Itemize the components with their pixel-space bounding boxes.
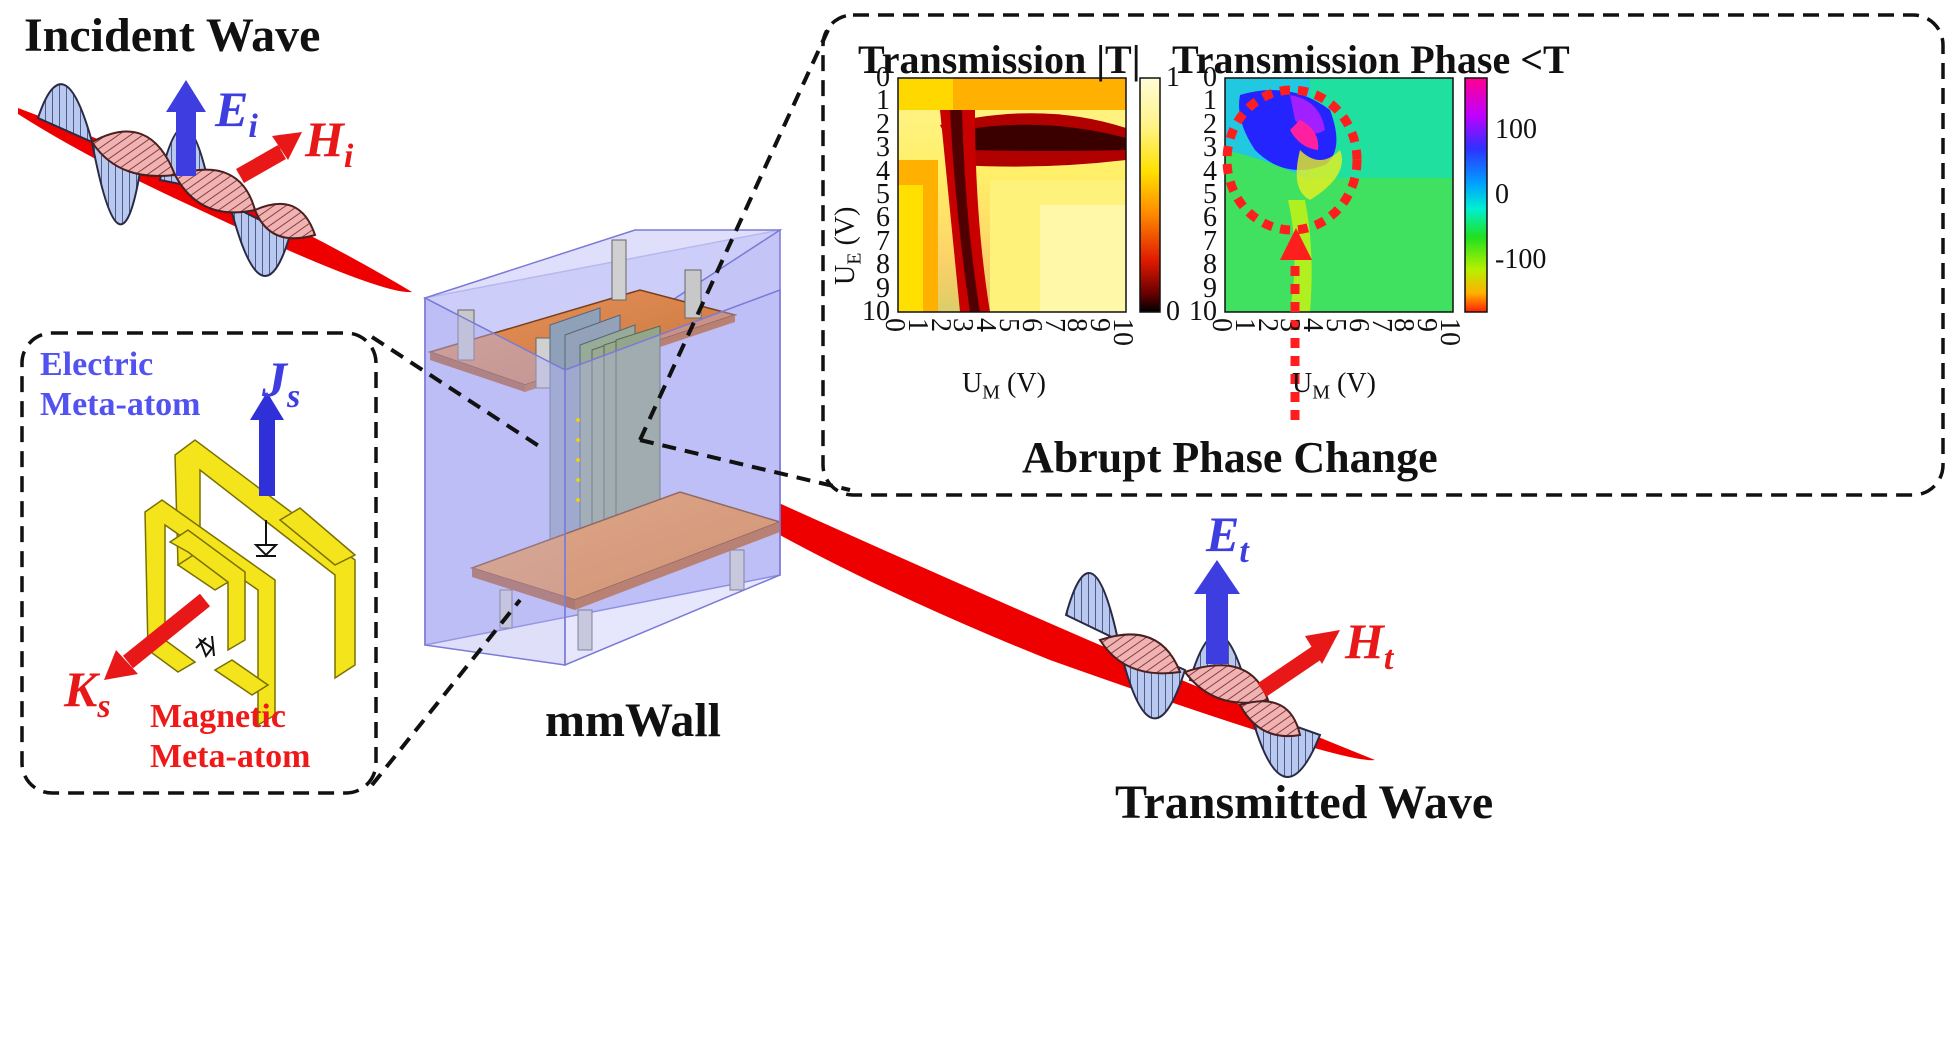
y-tick-label: 2 [1203, 108, 1217, 140]
y-tick-label: 0 [1203, 62, 1217, 93]
y-tick-label: 4 [1203, 155, 1217, 187]
vector-label-ks: Ks [64, 661, 111, 725]
y-tick-label: 5 [876, 179, 890, 210]
colorbar-magnitude [1139, 77, 1161, 313]
y-tick-label: 7 [1203, 225, 1217, 257]
meta-atom-structure [104, 392, 357, 727]
post [577, 609, 593, 651]
y-tick-label: 10 [862, 296, 890, 327]
vector-label-ht: Ht [1345, 613, 1394, 677]
colorbar-tick-label: 1 [1166, 62, 1180, 93]
magnetic-atom-label: Magnetic Meta-atom [150, 698, 311, 775]
enclosure-side [564, 288, 781, 667]
js-arrowhead [250, 392, 284, 420]
y-tick-label: 7 [876, 225, 890, 257]
colorbar-tick-label: -100 [1495, 244, 1547, 275]
incident-e-lobe [36, 83, 94, 144]
colorbar-tick-label: 0 [1166, 296, 1180, 327]
heatmap-magnitude [897, 77, 1127, 313]
mmwall-device [423, 229, 783, 667]
transmitted-h-lobe [1183, 664, 1270, 704]
y-tick-label: 9 [1203, 272, 1217, 304]
magnitude-title: Transmission |T| [858, 37, 1141, 82]
phase-title: Transmission Phase <T [1172, 37, 1570, 82]
transmitted-e-arrow [1206, 592, 1228, 664]
y-tick-label: 6 [1203, 202, 1217, 234]
vector-label-et: Et [1206, 506, 1249, 570]
incident-h-lobe [253, 202, 317, 240]
y-tick-label: 4 [876, 155, 890, 187]
incident-e-lobe [228, 203, 292, 277]
colorbar-tick-label: 100 [1495, 114, 1537, 145]
post [684, 269, 702, 319]
y-tick-label: 8 [1203, 249, 1217, 281]
phase-xlabel: UM (V) [1292, 368, 1376, 404]
y-tick-label: 6 [876, 202, 890, 234]
abrupt-phase-label: Abrupt Phase Change [1022, 433, 1438, 482]
vector-label-ei: Ei [215, 81, 258, 145]
incident-wave-label: Incident Wave [24, 9, 321, 62]
phase-highlight-circle [1222, 85, 1362, 235]
transmitted-e-lobe [1064, 572, 1120, 642]
heatmap-phase [1224, 77, 1454, 313]
phase-highlight-arrowhead [1280, 228, 1312, 260]
meta-atom-inset-frame [20, 331, 378, 795]
transmitted-wave [640, 440, 1375, 778]
post [729, 549, 745, 591]
post [611, 239, 627, 301]
transmitted-e-arrowhead [1194, 560, 1240, 594]
y-tick-label: 1 [876, 85, 890, 117]
y-tick-label: 0 [876, 62, 890, 93]
y-tick-label: 3 [876, 132, 890, 164]
transmitted-wave-label: Transmitted Wave [1115, 776, 1494, 829]
magnitude-xlabel: UM (V) [962, 368, 1046, 404]
colorbar-phase [1464, 77, 1488, 313]
device-label: mmWall [545, 694, 721, 747]
incident-h-arrowhead [272, 132, 302, 160]
y-tick-label: 2 [876, 108, 890, 140]
magnitude-ylabel: UE (V) [830, 206, 866, 285]
vector-label-js: Js [262, 351, 301, 415]
incident-e-arrow [176, 110, 196, 176]
x-tick-label: 10 [1434, 318, 1465, 346]
y-tick-label: 8 [876, 249, 890, 281]
y-tick-label: 5 [1203, 179, 1217, 210]
electric-atom-label: Electric Meta-atom [40, 346, 201, 423]
incident-e-arrowhead [166, 80, 206, 112]
x-tick-label: 10 [1107, 318, 1138, 346]
transmitted-h-arrowhead [1305, 630, 1340, 664]
ks-arrowhead [104, 650, 138, 680]
y-tick-label: 1 [1203, 85, 1217, 117]
incident-wave [18, 80, 412, 293]
colorbar-tick-label: 0 [1495, 179, 1509, 210]
post [457, 309, 475, 361]
diode-symbol [195, 520, 279, 659]
meta-atom-plates [549, 307, 661, 569]
transmitted-h-lobe [1098, 633, 1182, 675]
heatmap-inset-frame [821, 13, 1945, 497]
y-tick-label: 3 [1203, 132, 1217, 164]
js-arrow [259, 418, 275, 496]
incident-e-lobe [90, 139, 142, 226]
vector-label-hi: Hi [305, 111, 354, 175]
y-tick-label: 9 [876, 272, 890, 304]
transmitted-h-lobe [1238, 700, 1302, 738]
y-tick-label: 10 [1189, 296, 1217, 327]
